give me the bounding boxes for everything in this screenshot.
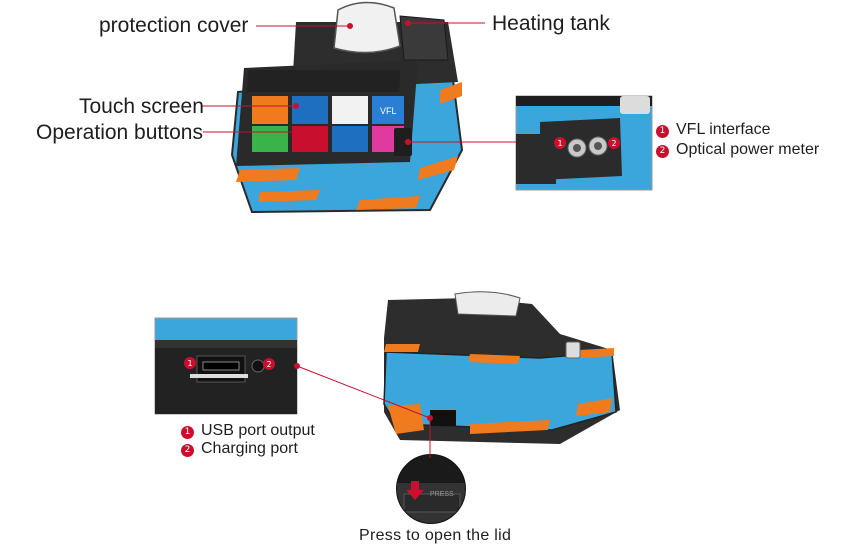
rear-port-item-2: 2 Charging port	[181, 441, 298, 457]
protection-cover-part	[333, 1, 401, 54]
rear-badge-2: 2	[267, 360, 272, 369]
side-port-badge-1: 1	[656, 125, 669, 138]
lid-caption: Press to open the lid	[359, 527, 512, 544]
protection-cover-label: protection cover	[99, 14, 249, 37]
usb-port-output-label: USB port output	[201, 422, 315, 439]
optical-power-meter-label: Optical power meter	[676, 141, 820, 158]
leader-lines	[202, 22, 516, 458]
inset-badge-1: 1	[558, 139, 563, 148]
rear-badge-1: 1	[188, 359, 193, 368]
side-port-plate	[394, 128, 412, 156]
screen-tile-vfl-label: VFL	[380, 106, 397, 116]
side-ports-inset: 1 2	[515, 95, 653, 191]
heating-tank-label: Heating tank	[492, 12, 610, 35]
side-port-badge-2: 2	[656, 145, 669, 158]
vfl-interface-label: VFL interface	[676, 121, 771, 138]
rear-ports-inset: 1 2	[154, 317, 298, 415]
leader-dots	[293, 20, 433, 421]
touch-screen-part: VFL	[247, 70, 404, 152]
charging-port-label: Charging port	[201, 440, 298, 457]
rear-port-badge-2: 2	[181, 444, 194, 457]
rear-port-item-1: 1 USB port output	[181, 423, 315, 439]
side-port-item-1: 1 VFL interface	[656, 122, 771, 138]
fusion-splicer-rear-view	[383, 291, 620, 444]
side-port-item-2: 2 Optical power meter	[656, 142, 819, 158]
heating-tank-part	[399, 15, 449, 61]
lid-press-label: PRESS	[430, 491, 454, 498]
inset-badge-2: 2	[612, 139, 617, 148]
operation-buttons-label: Operation buttons	[36, 121, 203, 144]
touch-screen-label: Touch screen	[79, 95, 204, 118]
rear-port-badge-1: 1	[181, 426, 194, 439]
lid-press-inset: PRESS	[396, 454, 466, 524]
fusion-splicer-front-view: VFL	[230, 1, 464, 214]
